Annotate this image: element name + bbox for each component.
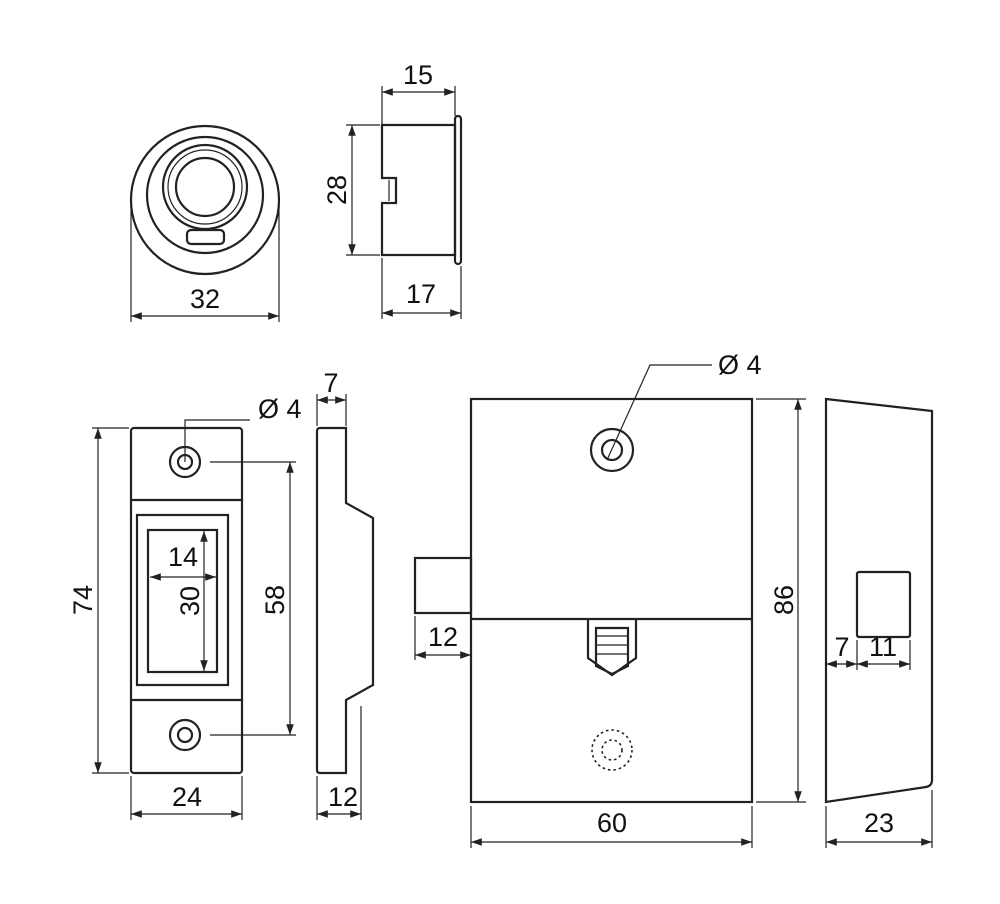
dim-strike-depth: 12 [328,782,358,812]
dim-knob-width: 32 [190,284,220,314]
dim-lock-height: 86 [769,585,799,615]
lock-body-front-view: Ø 4 86 12 60 [413,350,806,848]
dim-side-depth: 23 [864,808,894,838]
lock-hole-diameter: Ø 4 [718,350,762,380]
strike-plate-front-view: Ø 4 74 58 14 30 24 [68,394,302,820]
knob-front-view: 32 [129,124,281,322]
dim-side-bolt-width: 11 [869,632,897,662]
dim-opening-height: 30 [175,586,205,616]
dim-bolt-projection: 12 [428,622,458,652]
strike-plate-side-view: 7 12 [315,368,375,820]
dim-knob-height: 28 [322,175,352,205]
dim-strike-width: 24 [172,782,202,812]
dim-strike-height: 74 [68,585,98,615]
dim-strike-flange: 7 [323,368,338,398]
dim-lock-width: 60 [597,808,627,838]
dim-knob-depth: 15 [403,60,433,90]
lock-body-side-view: 7 11 23 [824,397,934,848]
dim-hole-spacing: 58 [260,585,290,615]
dim-opening-width: 14 [168,542,198,572]
dim-side-offset: 7 [834,632,849,662]
strike-hole-diameter: Ø 4 [258,394,302,424]
dim-knob-total-depth: 17 [406,279,436,309]
knob-side-view: 15 28 17 [322,60,463,319]
